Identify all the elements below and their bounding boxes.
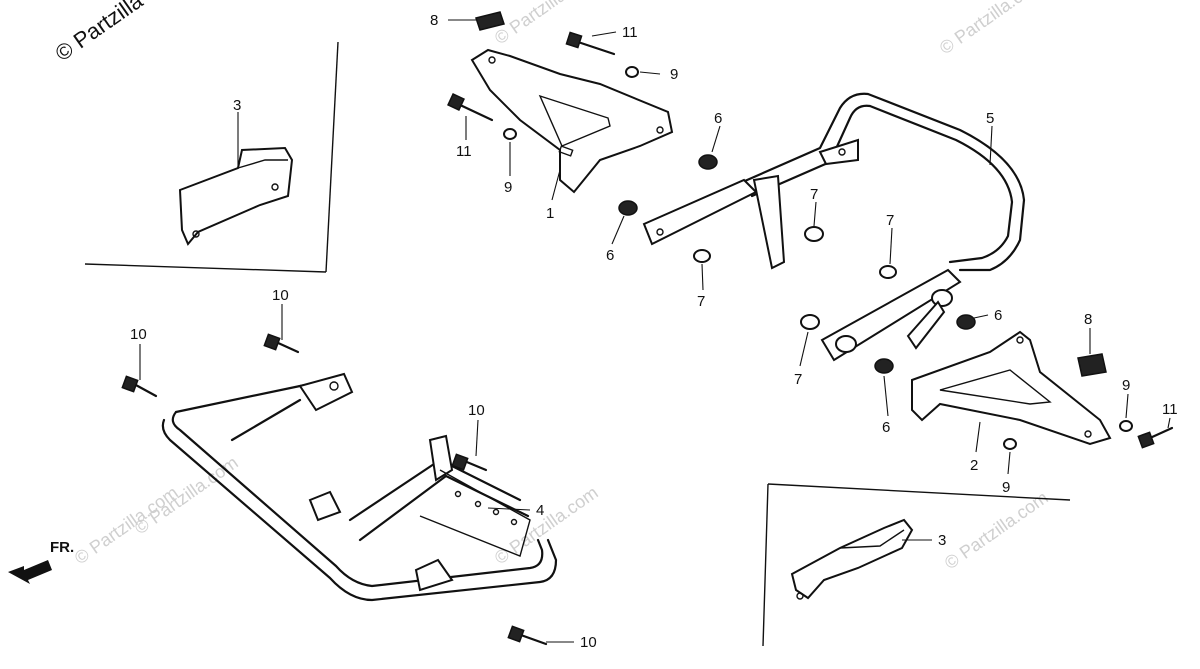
part-2-rear-bracket-right — [911, 330, 1112, 446]
callout-7: 7 — [794, 371, 802, 388]
callout-10: 10 — [130, 326, 147, 343]
callout-7: 7 — [697, 293, 705, 310]
callout-6: 6 — [606, 247, 614, 264]
callout-leaders — [139, 19, 1171, 643]
callout-10: 10 — [468, 402, 485, 419]
collar-parts-7 — [693, 226, 897, 330]
callout-3: 3 — [233, 97, 241, 114]
callout-10: 10 — [272, 287, 289, 304]
callout-5: 5 — [986, 110, 994, 127]
callout-11: 11 — [456, 143, 472, 160]
inset-frame-left — [84, 41, 339, 273]
callout-8: 8 — [430, 12, 438, 29]
bolt-parts — [121, 31, 1174, 646]
callout-9: 9 — [1122, 377, 1130, 394]
callout-6: 6 — [882, 419, 890, 436]
callout-1: 1 — [546, 205, 554, 222]
cap-parts-8 — [475, 11, 1107, 377]
callout-11: 11 — [622, 24, 638, 41]
callout-11: 11 — [1162, 401, 1178, 418]
part-3-bracket-cover-right — [790, 518, 914, 600]
washer-parts-9 — [503, 66, 1133, 450]
watermark-tile: © Partzilla.com — [131, 452, 242, 538]
watermark-tile: © Partzilla.com — [941, 487, 1052, 573]
callout-9: 9 — [504, 179, 512, 196]
callout-4: 4 — [536, 502, 544, 519]
callout-numbers: 3 1 2 3 4 5 6 6 6 6 7 7 7 7 8 8 9 9 9 9 … — [130, 12, 1178, 651]
callout-7: 7 — [810, 186, 818, 203]
part-5-grab-rail — [642, 92, 1026, 362]
direction-label: FR. — [50, 539, 74, 556]
watermark-tile: © Partzilla.com — [491, 482, 602, 568]
callout-2: 2 — [970, 457, 978, 474]
callout-6: 6 — [994, 307, 1002, 324]
callout-9: 9 — [670, 66, 678, 83]
front-direction-arrow-icon — [8, 560, 52, 584]
callout-10: 10 — [580, 634, 597, 651]
callout-3: 3 — [938, 532, 946, 549]
watermark-tile: © Partzilla.com — [491, 0, 602, 48]
corner-watermark: © Partzilla — [51, 0, 148, 66]
part-4-front-carrier — [161, 372, 558, 602]
callout-9: 9 — [1002, 479, 1010, 496]
part-3-bracket-cover-left — [178, 146, 294, 246]
callout-6: 6 — [714, 110, 722, 127]
callout-7: 7 — [886, 212, 894, 229]
grommet-parts-6 — [618, 154, 976, 374]
watermark-tile: © Partzilla.com — [936, 0, 1047, 58]
part-1-rear-bracket-left — [470, 48, 674, 194]
callout-8: 8 — [1084, 311, 1092, 328]
watermark-tile: © Partzilla.com — [71, 482, 182, 568]
inset-frame-right — [762, 483, 1071, 647]
